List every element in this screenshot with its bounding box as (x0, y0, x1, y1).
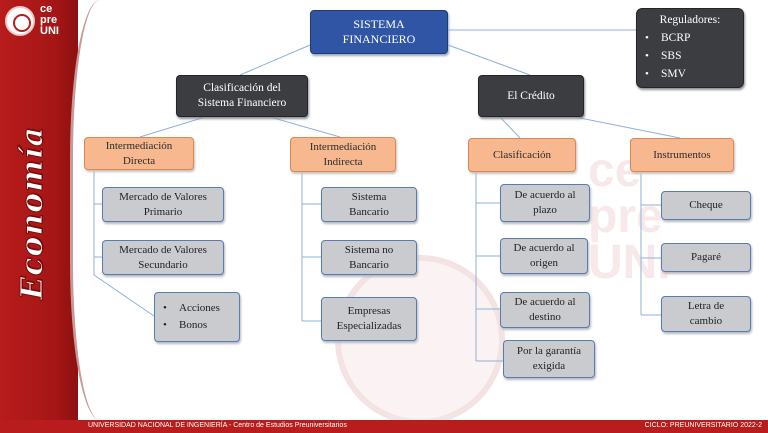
footer-bar: UNIVERSIDAD NACIONAL DE INGENIERÍA - Cen… (0, 420, 768, 433)
sidebar-banner (0, 0, 78, 420)
cepre-logo-text: ce pre UNI (40, 4, 70, 37)
node-csf-line2: Sistema Financiero (197, 97, 287, 109)
edge-credito-clasificacion (499, 116, 521, 139)
node-line2: destino (529, 311, 561, 323)
node-line2: Bancario (349, 205, 389, 218)
node-line2: Secundario (138, 258, 188, 271)
node-line1: Pagaré (691, 251, 721, 263)
node-credito-label: El Crédito (507, 89, 555, 102)
bullet-dot-icon: • (645, 32, 649, 44)
node-garantia: Por la garantía exigida (503, 340, 595, 378)
bullet-label: Acciones (179, 302, 220, 314)
footer-university: UNIVERSIDAD NACIONAL DE INGENIERÍA - Cen… (88, 422, 347, 429)
watermark-logo: ce pre UNI (588, 147, 768, 289)
node-line2: Especializadas (336, 320, 402, 332)
node-sistema-financiero: SISTEMA FINANCIERO (310, 10, 448, 54)
node-directa-line1: Intermediación (105, 139, 173, 152)
node-line1: Sistema (351, 190, 387, 203)
sidebar-curve (70, 0, 100, 420)
regulador-item: • SMV (645, 65, 735, 83)
bullet-dot-icon: • (163, 319, 167, 331)
node-mercado-valores-primario: Mercado de Valores Primario (102, 187, 224, 222)
node-clasificacion: Clasificación (468, 138, 576, 172)
node-destino: De acuerdo al destino (500, 292, 590, 328)
watermark-line-2: pre (588, 190, 663, 243)
edge-credito-instrumentos (574, 116, 681, 139)
node-line1: Cheque (689, 199, 723, 211)
node-line2: Bancario (349, 258, 389, 271)
bullet-dot-icon: • (163, 302, 167, 314)
node-clasificacion-label: Clasificación (492, 148, 552, 161)
node-line1: De acuerdo al (514, 189, 576, 201)
node-intermediacion-directa: Intermediación Directa (84, 137, 194, 170)
node-intermediacion-indirecta: Intermediación Indirecta (290, 137, 396, 172)
node-line2: origen (529, 257, 559, 269)
node-origen: De acuerdo al origen (500, 238, 588, 274)
regulador-item: • SBS (645, 47, 735, 65)
node-indirecta-line1: Intermediación (309, 140, 377, 153)
node-sistema-no-bancario: Sistema no Bancario (321, 240, 417, 275)
node-cheque: Cheque (661, 191, 751, 220)
regulador-label: BCRP (661, 32, 691, 44)
regulador-label: SMV (661, 68, 686, 80)
watermark-line-3: UNI (588, 236, 671, 289)
node-line1: Mercado de Valores (119, 190, 207, 203)
regulador-label: SBS (661, 50, 682, 62)
node-instrumentos: Instrumentos (630, 138, 734, 172)
edge-root-clasificacion (239, 44, 311, 76)
logo-line-1: ce (40, 3, 53, 15)
node-line1: Letra de (687, 300, 725, 312)
reguladores-list: • BCRP • SBS • SMV (645, 29, 735, 83)
reguladores-title: Reguladores: (659, 14, 721, 26)
node-plazo: De acuerdo al plazo (500, 184, 590, 222)
footer-cycle: CICLO: PREUNIVERSITARIO 2022-2 (644, 422, 762, 429)
node-indirecta-line2: Indirecta (323, 155, 363, 168)
node-directa-line2: Directa (122, 154, 156, 167)
bullet-dot-icon: • (645, 68, 649, 80)
node-line2: plazo (533, 204, 557, 216)
diagram-connectors (93, 29, 681, 362)
bullet-label: Bonos (179, 319, 208, 331)
bullet-item: • Acciones (163, 300, 239, 317)
logo-line-3: UNI (40, 25, 59, 37)
node-letra-de-cambio: Letra de cambio (661, 296, 751, 332)
bullet-item: • Bonos (163, 317, 239, 334)
node-line2: cambio (689, 315, 723, 327)
edge-csf-indirecta (269, 116, 341, 138)
node-line1: Empresas (347, 305, 391, 317)
node-el-credito: El Crédito (478, 75, 584, 117)
node-line2: exigida (532, 360, 566, 372)
node-instrumentos-label: Instrumentos (653, 148, 711, 161)
node-empresas-especializadas: Empresas Especializadas (321, 297, 417, 341)
edge-directa-bullets (93, 274, 155, 317)
node-sistema-bancario: Sistema Bancario (321, 187, 417, 222)
regulador-item: • BCRP (645, 29, 735, 47)
node-mercado-valores-secundario: Mercado de Valores Secundario (102, 240, 224, 275)
node-root-line2: FINANCIERO (342, 32, 416, 46)
node-acciones-bonos: • Acciones • Bonos (154, 292, 240, 342)
edge-root-credito (447, 44, 531, 76)
bullet-list: • Acciones • Bonos (163, 300, 239, 334)
node-line1: Mercado de Valores (119, 243, 207, 256)
university-seal-icon (5, 6, 35, 36)
node-line1: De acuerdo al (514, 296, 576, 308)
node-reguladores: Reguladores: • BCRP • SBS • SMV (636, 8, 744, 88)
logo-line-2: pre (40, 14, 58, 26)
node-csf-line1: Clasificación del (203, 82, 281, 94)
node-line1: Sistema no (344, 243, 394, 256)
node-pagare: Pagaré (661, 243, 751, 272)
bullet-dot-icon: • (645, 50, 649, 62)
node-line2: Primario (143, 205, 183, 218)
node-clasificacion-sistema-financiero: Clasificación del Sistema Financiero (176, 75, 308, 117)
edge-csf-directa (139, 116, 206, 138)
node-root-line1: SISTEMA (353, 17, 405, 31)
node-line1: Por la garantía (516, 345, 582, 357)
node-line1: De acuerdo al (513, 242, 575, 254)
